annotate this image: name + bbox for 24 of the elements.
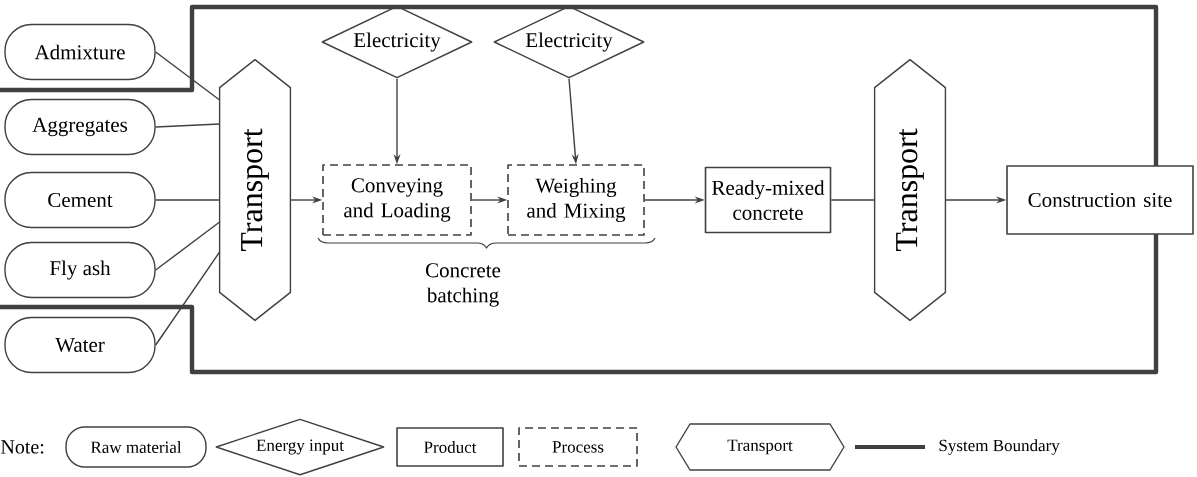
product-box: Ready-mixed concrete: [704, 166, 832, 234]
raw-material-box: Water: [4, 316, 156, 374]
note-label: Note:: [0, 440, 44, 454]
connector-line: [830, 199, 876, 201]
legend-dashed-box: Process: [518, 427, 638, 467]
connector-line: [155, 123, 221, 128]
raw-material-box: Admixture: [4, 23, 156, 81]
connector-line: [155, 251, 221, 346]
legend-box: Product: [396, 427, 504, 467]
raw-material-box: Fly ash: [4, 241, 156, 299]
connector-line: [155, 199, 221, 201]
brace-label: Concrete batching: [425, 263, 501, 307]
process-box: Weighing and Mixing: [507, 164, 645, 236]
connector-line: [155, 221, 221, 271]
product-box: Construction site: [1006, 165, 1194, 235]
legend-line: System Boundary: [855, 439, 1060, 455]
connector-line: [155, 51, 221, 101]
transport-hexagon: Transport: [218, 58, 292, 322]
process-box: Conveying and Loading: [322, 164, 472, 236]
raw-material-box: Cement: [4, 171, 156, 229]
legend-rounded-box: Raw material: [65, 426, 207, 468]
transport-hexagon: Transport: [873, 58, 947, 322]
legend-hexagon: Transport: [675, 423, 845, 471]
raw-material-box: Aggregates: [4, 98, 156, 156]
